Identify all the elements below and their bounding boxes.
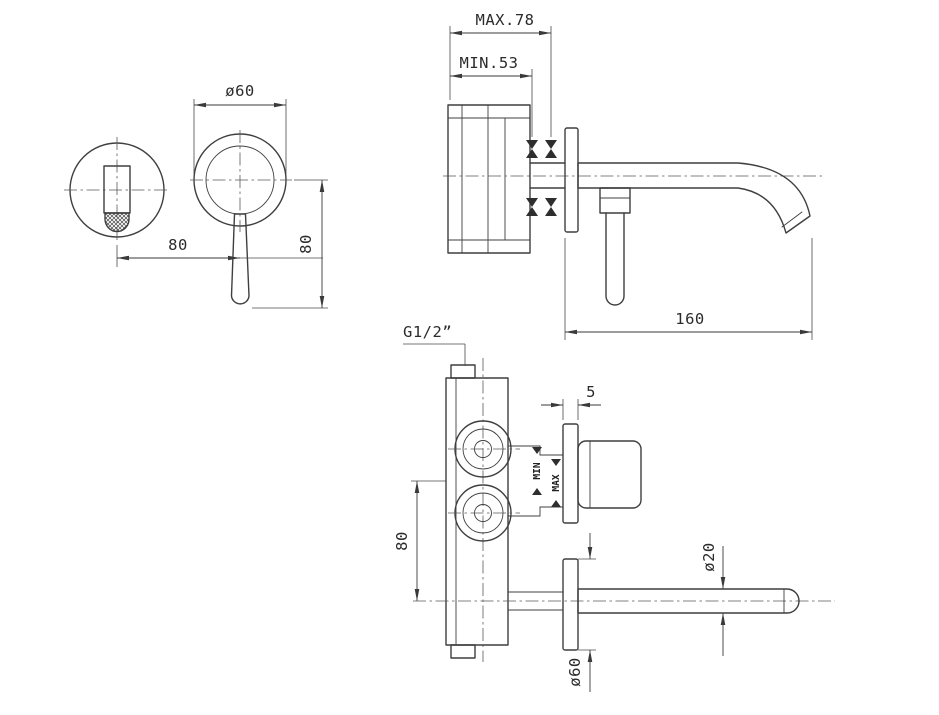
dimension-label-flange-diameter: ø60 [566,657,584,687]
max-label: MAX [551,474,562,491]
min-max-markers: MIN MAX [532,447,562,507]
thread-callout: G1/2” [403,323,466,366]
dim-max-depth: MAX.78 [449,11,552,137]
spout-escutcheon [64,137,170,243]
dim-plate-offset: 5 [541,383,601,420]
side-view: MAX.78 MIN.53 160 [443,11,822,340]
min-label: MIN [532,462,543,479]
dimension-label-handle-length: 80 [297,234,315,254]
dimension-label-center-distance: 80 [168,236,188,254]
handle-side [599,187,631,306]
spout-front [103,165,131,233]
dimension-label-plate-offset: 5 [586,383,596,401]
handle-knob-side [577,440,642,509]
dimension-label-max-depth: MAX.78 [476,11,535,29]
inwall-body-front [445,364,509,659]
valve-bottom [448,484,520,542]
dim-center-to-spout: 80 [393,480,446,601]
handle-escutcheon [190,130,292,232]
front-view: ø60 80 80 [64,82,328,309]
dim-spout-reach: 160 [564,238,813,340]
wall-plate-side [564,127,579,233]
dimension-label-min-depth: MIN.53 [460,54,519,72]
dimension-label-spout-diameter: ø20 [700,542,718,572]
rough-in-view: MIN MAX 5 80 [393,323,835,692]
supply-stub [529,162,566,189]
valve-top [448,420,520,478]
spout-flange-section [562,558,579,651]
dim-center-distance: 80 [116,236,323,267]
dimension-label-escutcheon-diameter: ø60 [225,82,255,100]
inwall-body-side [447,104,531,254]
handle-front [230,213,250,305]
wall-range-markers [526,140,557,216]
dim-spout-diameter: ø20 [700,542,726,656]
inlet-thread-label: G1/2” [403,323,452,341]
dimension-label-center-to-spout: 80 [393,531,411,551]
dim-handle-length: 80 [252,179,328,309]
spout-bottom [413,588,835,614]
dim-min-depth: MIN.53 [450,54,533,137]
wall-plate-front-section [562,423,579,524]
spout-side [577,162,811,234]
dimension-label-spout-reach: 160 [675,310,705,328]
dim-escutcheon-diameter: ø60 [193,82,287,174]
dim-flange-diameter: ø60 [566,533,596,692]
